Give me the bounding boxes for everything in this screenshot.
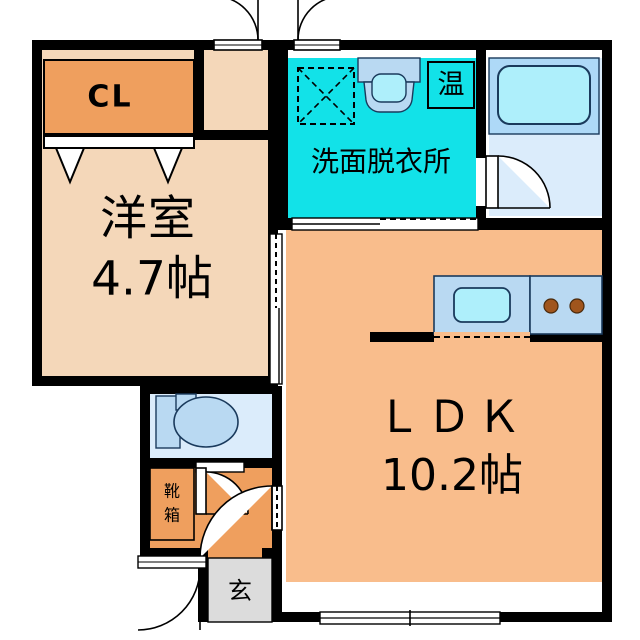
closet-fold-indicator-right — [152, 147, 184, 185]
top-doors[interactable] — [213, 0, 342, 51]
genkan-tile — [207, 557, 273, 623]
washing-machine-x2 — [297, 67, 355, 125]
entrance-door[interactable] — [137, 555, 207, 631]
water-heater-label: 温 — [438, 70, 465, 101]
wall-ldk-left-upper — [272, 386, 282, 486]
bathroom-group — [485, 57, 600, 209]
wall-top-left — [32, 40, 214, 50]
hall-ldk-door-swing — [199, 485, 273, 559]
wall-closet-head — [194, 130, 278, 140]
wall-top-right — [340, 40, 612, 50]
wall-kitchen-counter-right — [530, 332, 602, 342]
toilet-group — [155, 393, 239, 449]
wall-kitchen-left-stub — [370, 332, 434, 342]
ldk-size-label: 10.2帖 — [381, 450, 523, 501]
gas-stove-unit — [529, 275, 603, 335]
wall-left-outer — [32, 40, 42, 386]
vanity-basin — [371, 73, 407, 103]
wall-genkan-left — [198, 558, 208, 622]
wall-washroom-left — [278, 48, 288, 228]
wall-closet-right — [194, 50, 204, 140]
stove-burner-right — [569, 298, 585, 314]
washroom-label: 洗面脱衣所 — [311, 145, 451, 178]
closet-group: CL — [43, 59, 195, 185]
kitchen-sink — [453, 287, 511, 323]
shoebox-group: 靴 箱 — [149, 467, 195, 541]
toilet-door-header — [195, 461, 245, 473]
bedroom-name-label: 洋室 — [100, 192, 196, 247]
closet-label: CL — [87, 80, 132, 115]
washroom-sliding-door[interactable] — [291, 217, 479, 231]
shoebox-label-2: 箱 — [164, 506, 180, 525]
shoebox-label-1: 靴 — [164, 482, 180, 501]
ldk-name-label: ＬＤＫ — [377, 392, 527, 443]
bathroom-door-leaf[interactable] — [485, 155, 499, 209]
toilet-bowl — [173, 396, 239, 448]
toilet-door-leaf[interactable] — [195, 467, 207, 515]
ldk-window[interactable] — [319, 610, 501, 626]
wall-toilet-top — [140, 386, 278, 394]
kitchen-counter-open — [434, 332, 530, 342]
stove-burner-left — [543, 298, 559, 314]
bathtub — [497, 65, 591, 125]
genkan-label: 玄 — [228, 577, 252, 605]
shoebox-box — [149, 467, 195, 541]
genkan-group: 玄 — [207, 557, 273, 623]
wall-bathroom-bottom — [486, 218, 612, 230]
wall-bedroom-bottom-right — [182, 376, 278, 386]
washing-machine-space — [297, 67, 355, 125]
bathroom-door-swing — [497, 155, 551, 209]
bedroom-size-label: 4.7帖 — [91, 252, 213, 307]
wall-hall-genkan-stub — [262, 548, 282, 558]
washing-machine-x1 — [297, 67, 355, 125]
vanity-counter — [357, 57, 421, 83]
wall-corridor-right-top — [268, 40, 278, 164]
washroom-group: 温 洗面脱衣所 — [297, 57, 475, 178]
entrance-door-swing — [137, 567, 201, 631]
closet-box — [43, 59, 195, 135]
wall-bath-partition-top — [476, 48, 486, 158]
wall-hall-bottom — [140, 548, 208, 558]
closet-door-track[interactable] — [43, 135, 195, 149]
wall-right-outer — [602, 40, 612, 622]
ldk-group: ＬＤＫ 10.2帖 — [377, 275, 603, 501]
bedroom-sliding-door[interactable] — [269, 233, 283, 385]
bedroom-labels: 洋室 4.7帖 — [91, 192, 213, 307]
wall-bedroom-bottom-left — [32, 376, 182, 386]
closet-fold-indicator-left — [54, 147, 86, 185]
wall-shoebox-left — [140, 466, 150, 548]
water-heater-box — [427, 61, 475, 109]
